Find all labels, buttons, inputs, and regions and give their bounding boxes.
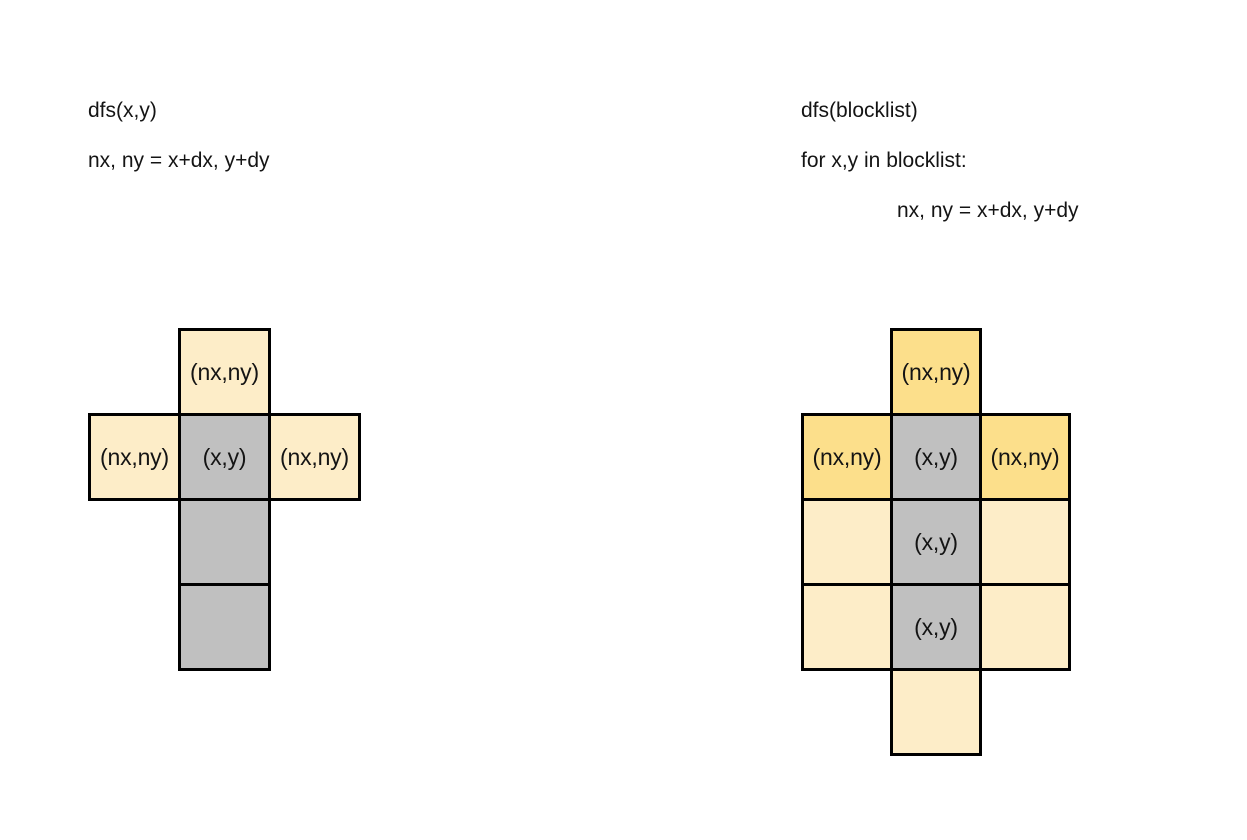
grid-cell-label: (nx,ny) xyxy=(990,443,1060,470)
grid-cell xyxy=(178,583,271,671)
grid-cell-label: (x,y) xyxy=(202,443,247,470)
grid-cell xyxy=(979,583,1071,671)
code-line: for x,y in blocklist: xyxy=(801,149,967,172)
grid-cell: (nx,ny) xyxy=(88,413,181,501)
grid-cell: (x,y) xyxy=(890,498,982,586)
right-pseudocode-block: dfs(blocklist) for x,y in blocklist: nx, n… xyxy=(801,100,1079,221)
code-line: nx, ny = x+dx, y+dy xyxy=(897,199,1079,222)
grid-cell: (nx,ny) xyxy=(890,328,982,416)
grid-cell-label: (x,y) xyxy=(914,613,958,640)
left-pseudocode-block: dfs(x,y) nx, ny = x+dx, y+dy xyxy=(88,100,270,171)
grid-cell: (nx,ny) xyxy=(268,413,361,501)
grid-cell: (x,y) xyxy=(890,413,982,501)
grid-cell-label: (nx,ny) xyxy=(901,358,971,385)
grid-cell xyxy=(801,498,893,586)
grid-cell-label: (x,y) xyxy=(914,443,958,470)
grid-cell-label: (x,y) xyxy=(914,528,958,555)
grid-cell xyxy=(979,498,1071,586)
grid-cell: (nx,ny) xyxy=(178,328,271,416)
left-grid-figure: (nx,ny) (nx,ny) (x,y) (nx,ny) xyxy=(88,328,361,672)
grid-cell: (nx,ny) xyxy=(801,413,893,501)
grid-cell-label: (nx,ny) xyxy=(100,443,169,470)
code-line: nx, ny = x+dx, y+dy xyxy=(88,149,270,172)
grid-cell xyxy=(890,668,982,756)
code-line: dfs(x,y) xyxy=(88,99,157,122)
code-line: dfs(blocklist) xyxy=(801,99,918,122)
grid-cell-label: (nx,ny) xyxy=(190,358,259,385)
grid-cell: (nx,ny) xyxy=(979,413,1071,501)
grid-cell-label: (nx,ny) xyxy=(280,443,349,470)
grid-cell-label: (nx,ny) xyxy=(812,443,882,470)
right-grid-figure: (nx,ny) (nx,ny) (x,y) (nx,ny) (x,y) (x,y) xyxy=(801,328,1071,756)
grid-cell: (x,y) xyxy=(890,583,982,671)
grid-cell: (x,y) xyxy=(178,413,271,501)
grid-cell xyxy=(178,498,271,586)
grid-cell xyxy=(801,583,893,671)
